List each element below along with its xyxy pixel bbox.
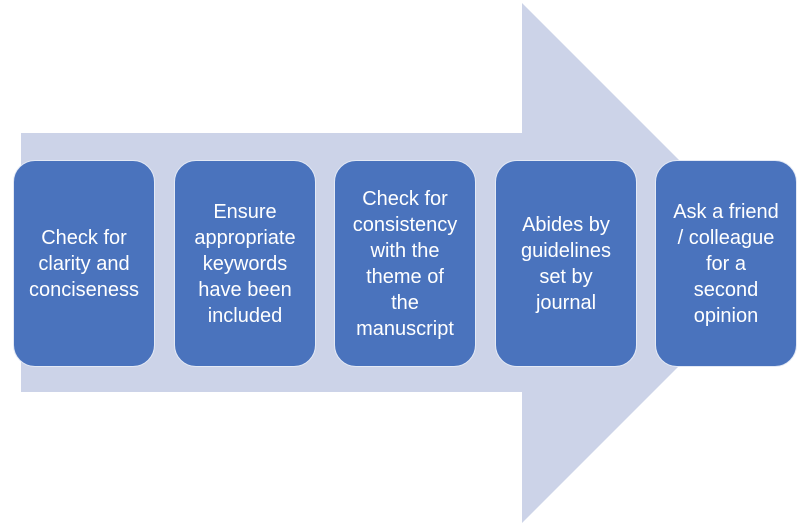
step-box-4: Abides by guidelines set by journal — [495, 160, 637, 367]
step-5-label: Ask a friend / colleague for a second op… — [673, 200, 779, 327]
step-4-label: Abides by guidelines set by journal — [520, 213, 612, 314]
step-box-1: Check for clarity and conciseness — [13, 160, 155, 367]
step-box-5: Ask a friend / colleague for a second op… — [655, 160, 797, 367]
step-1-label: Check for clarity and conciseness — [28, 226, 140, 301]
step-3-label: Check for consistency with the theme of … — [352, 187, 458, 340]
step-2-label: Ensure appropriate keywords have been in… — [194, 200, 296, 327]
step-box-2: Ensure appropriate keywords have been in… — [174, 160, 316, 367]
step-box-3: Check for consistency with the theme of … — [334, 160, 476, 367]
